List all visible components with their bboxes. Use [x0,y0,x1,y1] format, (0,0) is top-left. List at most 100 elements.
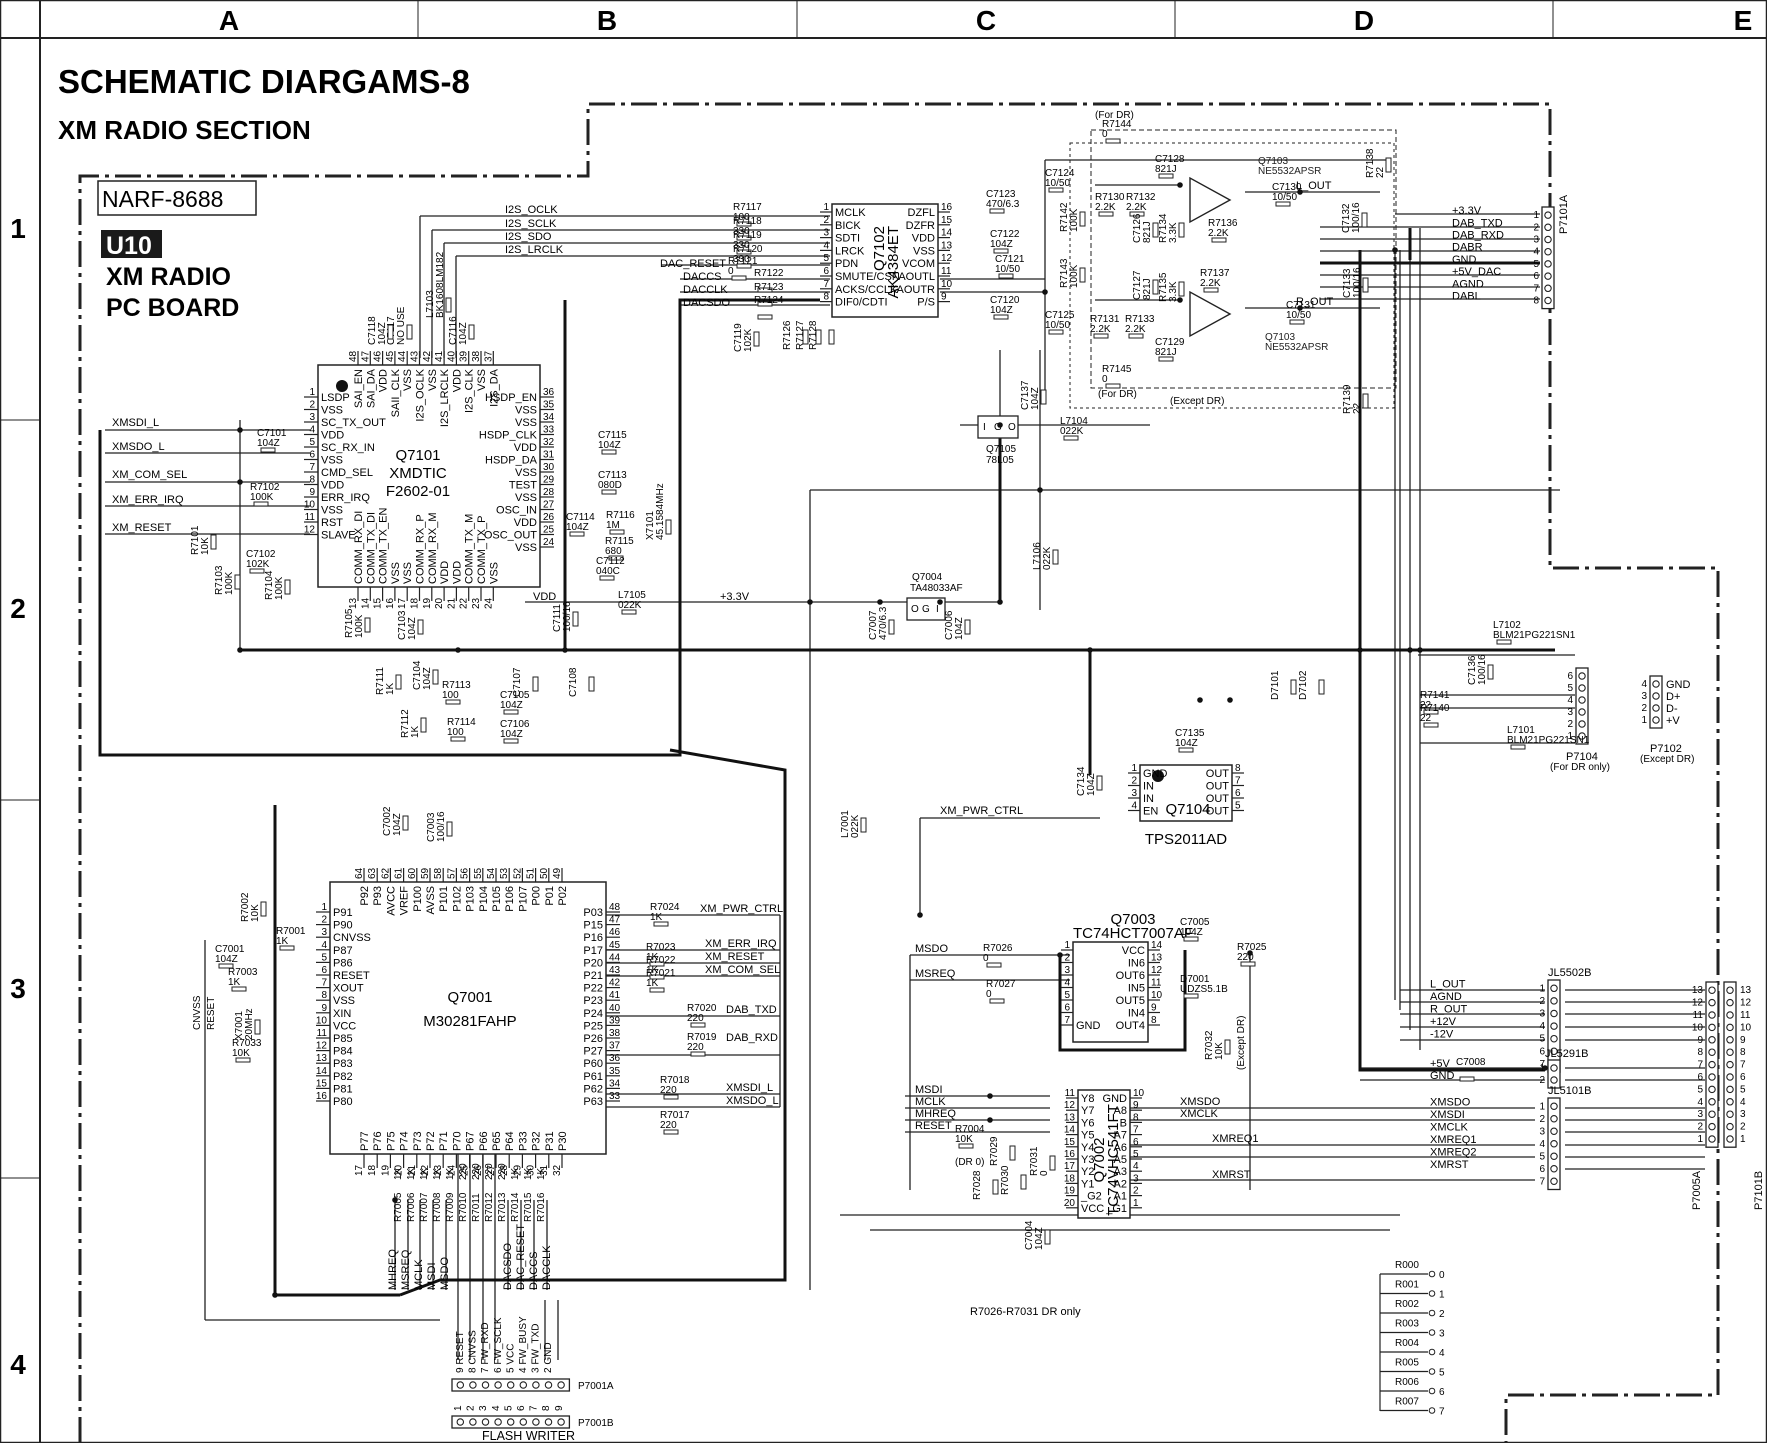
cap-c7107-symbol [532,676,539,692]
connector-pin [1708,1036,1716,1044]
resistor-table-value: 7 [1439,1407,1445,1418]
ic-part-q7104: TPS2011AD [1145,831,1227,848]
ind-l7001-value: 022K [850,814,861,838]
connector-pin-number: 5 [1539,1151,1545,1162]
pin-number: 8 [309,475,315,486]
res-r7032-symbol [1224,1039,1231,1055]
connector-pin-number: 4 [1533,247,1539,258]
cap-c7122-ref: C7122 [990,229,1020,240]
res-r7033-value: 10K [232,1048,250,1059]
net-xm-err-irq: XM_ERR_IRQ [112,494,184,506]
pin-number: 15 [316,1078,328,1089]
pin-number: 4 [1131,801,1137,812]
connector-pin-number: 11 [1740,1010,1751,1021]
pin-name: OUT [1206,806,1230,818]
diode-d7001-ref: D7001 [1180,974,1210,985]
connector-p7001b-ref: P7001B [578,1418,614,1429]
connector-pin [1550,1127,1558,1136]
pin-number: 53 [499,867,510,879]
pin-number: 48 [609,902,621,913]
cap-c7005-symbol [1183,936,1199,942]
connector-pin [1544,296,1552,305]
cap-c7001-ref: C7001 [215,944,245,955]
pin-number: 46 [373,350,384,362]
pin-number: 22 [459,597,470,609]
pin-number: 46 [609,927,621,938]
pin-name: OUT [1206,793,1230,805]
pin-number: 12 [1064,1100,1076,1111]
resistor-table-terminal [1428,1368,1436,1375]
pin-number: 55 [473,867,484,879]
connector-pin-number: 4 [1740,1097,1746,1108]
pin-number: 33 [543,425,555,436]
pin-number: 58 [433,867,444,879]
flash-pin-number-bottom: 8 [541,1405,552,1411]
opamp-q7103b: Q7103 NE5532APSR [1189,290,1328,353]
connector-pin [1544,211,1552,219]
cap-c7124-ref: C7124 [1045,168,1075,179]
pin-number: 26 [543,512,555,523]
pin-name: BICK [835,220,861,232]
column-label-a: A [219,5,239,36]
diode-d7001-value: UDZS5.1B [1180,984,1228,995]
pin-number: 25 [543,525,555,536]
connector-pin-number: 7 [1740,1060,1746,1071]
connector-p7101b-ref: P7101B [1753,1171,1765,1210]
q7105-g: G [994,422,1002,433]
passive-parts: C7117NO USEL7103BK1608LM182C7118104ZC711… [190,119,1590,1298]
connector-pin-number: 5 [1533,259,1539,270]
connector-pin [544,1418,553,1426]
resistor-ref: R7008 [432,1192,443,1222]
connector-net-label: XMSDO [1430,1096,1471,1108]
connector-pin [481,1418,490,1426]
connector-pin [1708,986,1716,994]
connector-pin [494,1381,502,1389]
diode-d7102-ref: D7102 [1298,670,1309,700]
connector-pin-number: 9 [1697,1035,1703,1046]
pin-number: 2 [1133,1186,1139,1197]
res-r7133-ref: R7133 [1125,314,1155,325]
net-mcu-xmsdi-l: XMSDI_L [726,1082,773,1094]
res-r7114-value: 100 [447,727,464,738]
pin-name: XOUT [333,983,364,995]
cap-c7113-symbol [601,489,617,495]
junction-dot [987,1117,993,1123]
pin-number: 9 [321,1003,327,1014]
pin-name: VSS [427,369,439,391]
pin-name: P100 [412,886,424,912]
pin-number: 12 [316,1041,328,1052]
cap-c7134-ref: C7134 [1076,766,1087,796]
resistor-value: 1K [536,1167,547,1180]
cap-c7113-value: 080D [598,480,622,491]
pin-number: 4 [1133,1161,1139,1172]
pin-name: OUT5 [1116,995,1145,1007]
pin-name: P20 [583,957,603,969]
resistor-table-value: 2 [1439,1309,1445,1320]
res-r7019-value: 220 [687,1042,704,1053]
pin-name: VSS [402,562,414,584]
res-r7116-value: 1M [606,520,620,531]
connector-pin-number: 6 [1539,1046,1545,1057]
pin-number: 34 [609,1078,621,1089]
junction-dot [1227,697,1233,703]
junction-dot [807,599,813,605]
connector-pin [1550,1009,1558,1018]
connector-pin [1708,998,1716,1007]
res-r7126-symbol [802,329,809,345]
diode-d7101-symbol [1290,679,1297,695]
pin-name: A1 [1114,1191,1127,1203]
pin-number: 6 [1064,1003,1070,1014]
except-dr-dashed-box [1090,129,1397,389]
res-r7119-symbol [736,249,752,255]
cap-c7114-symbol [569,531,585,537]
pin-number: 13 [1151,953,1163,964]
pin-name: MCLK [835,207,866,219]
res-r7143-ref: R7143 [1059,258,1070,288]
pin-number: 6 [1235,788,1241,799]
connector-pin-number: 2 [1740,1122,1746,1133]
pin-name: P00 [531,886,543,906]
